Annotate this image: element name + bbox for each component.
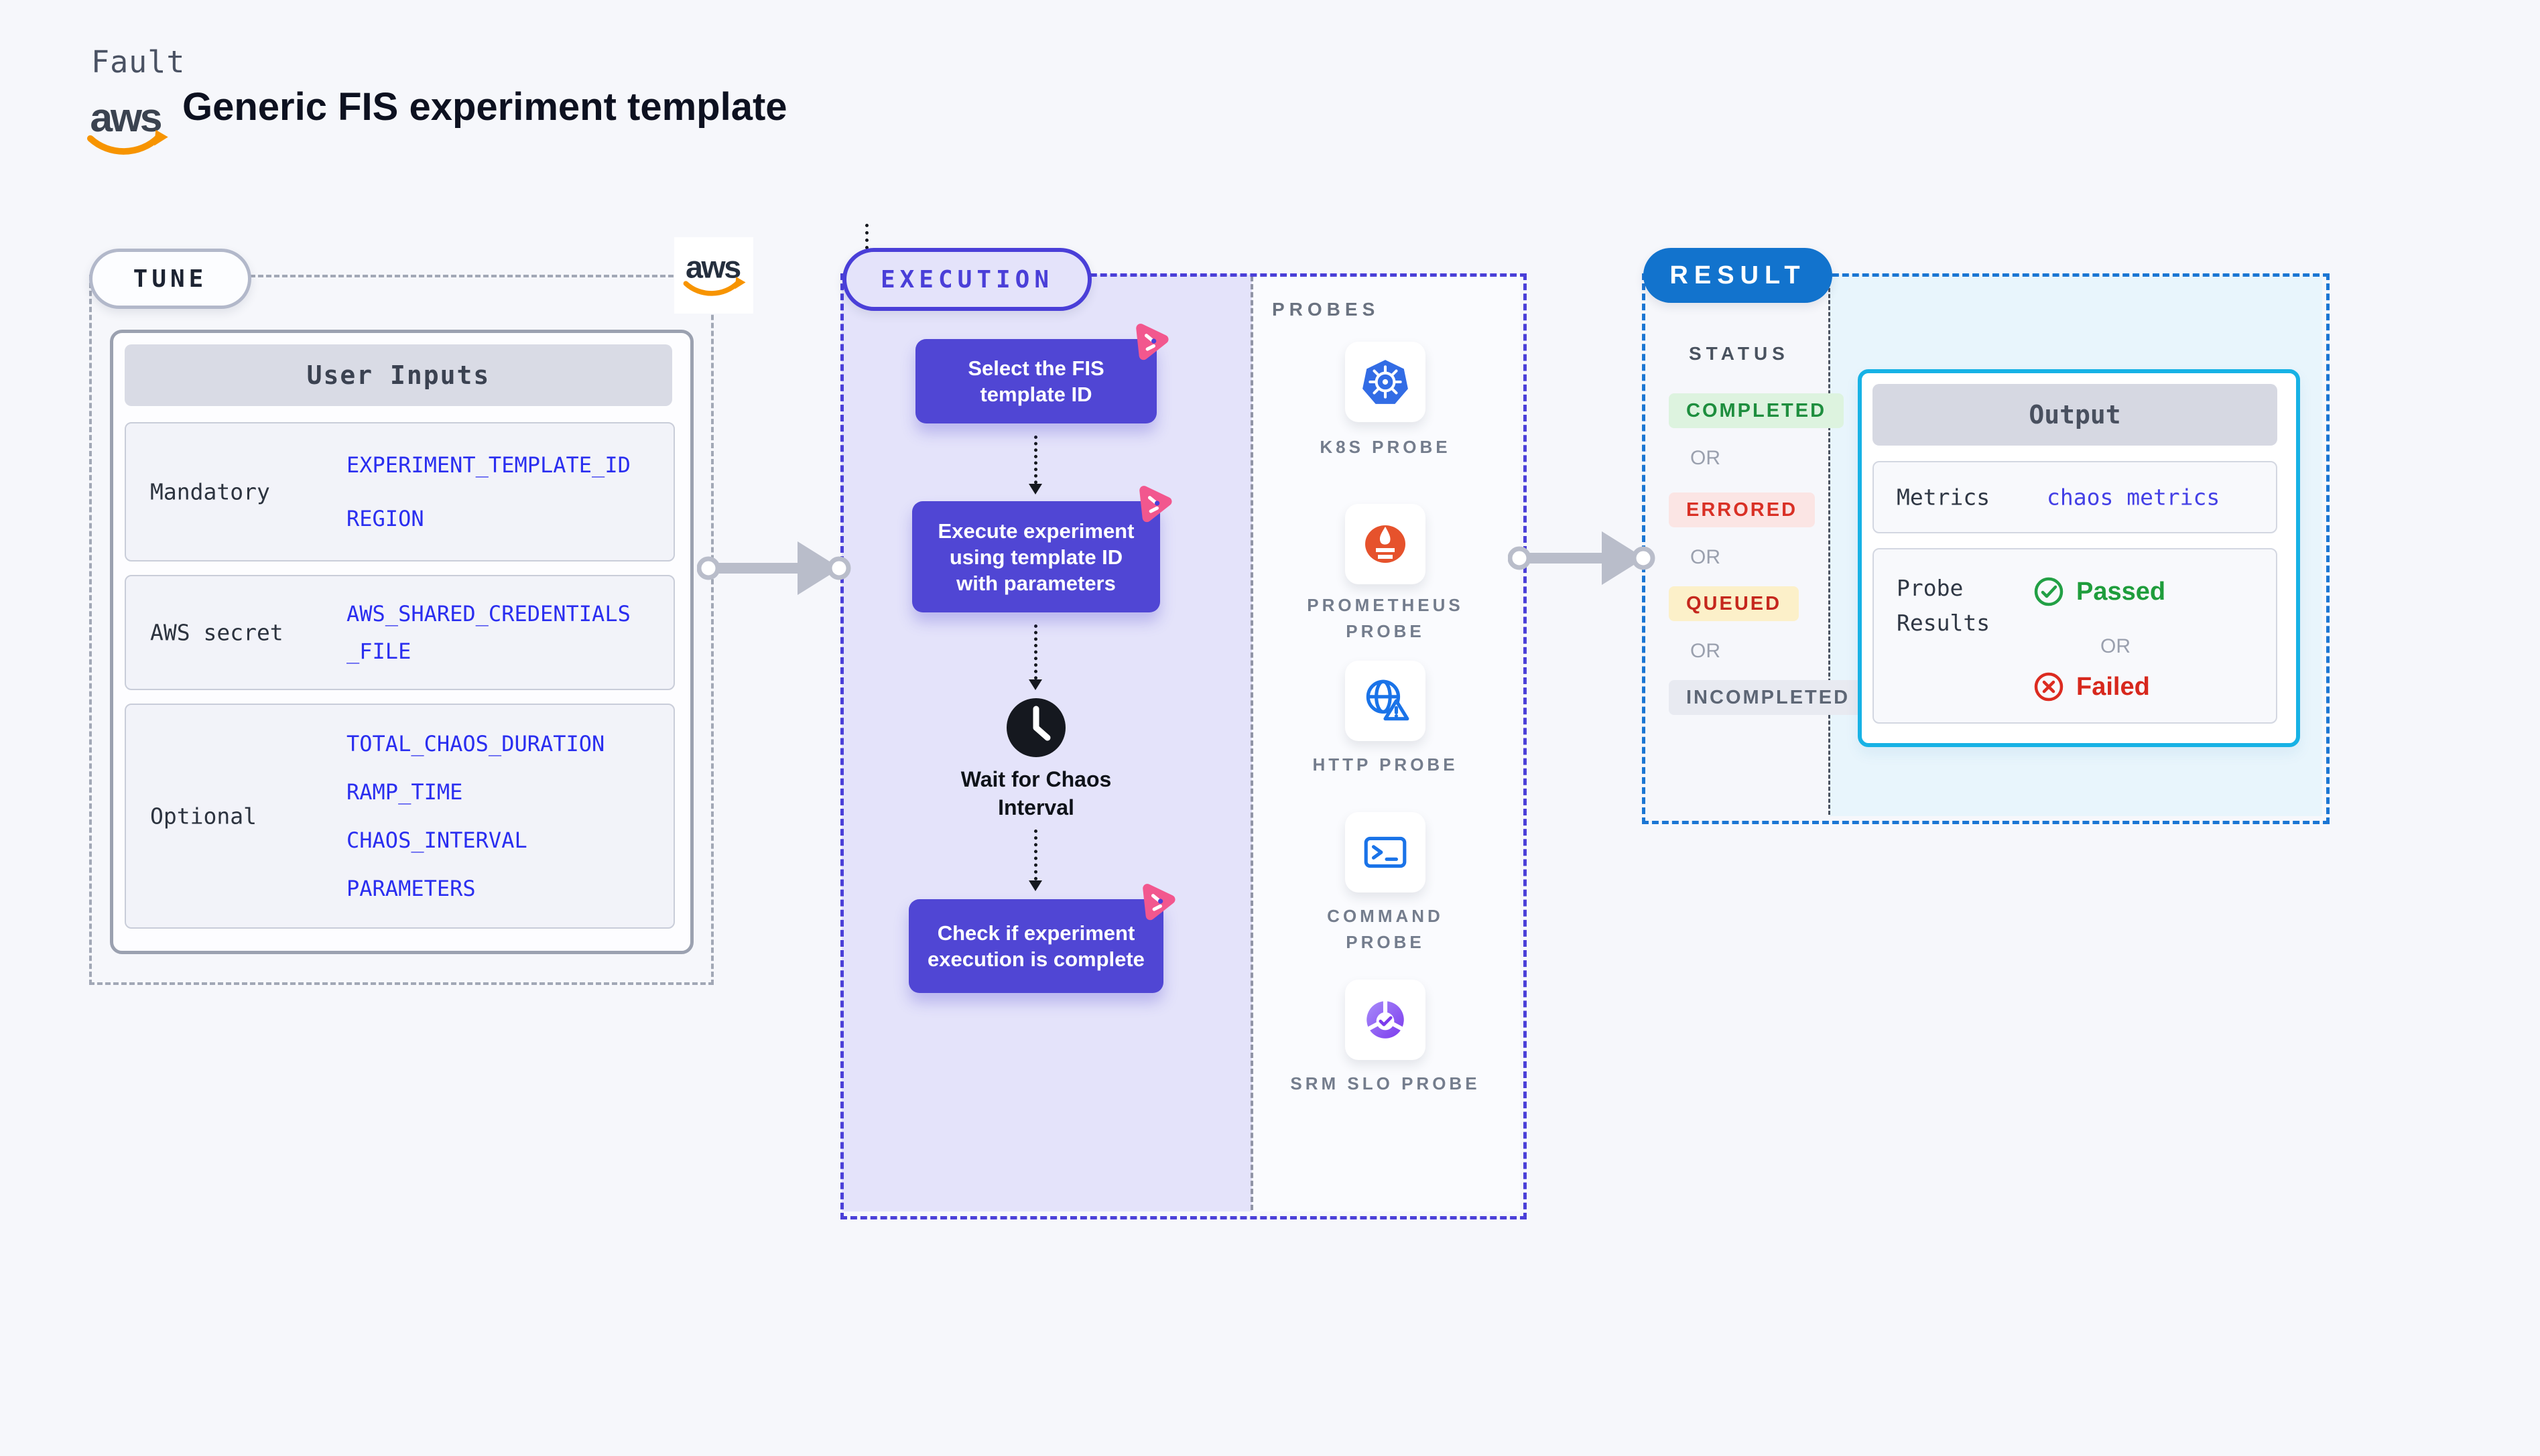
clock-icon	[1007, 698, 1066, 757]
step-text: Check if experiment execution is complet…	[928, 921, 1145, 971]
probe-label: K8S PROBE	[1320, 437, 1451, 457]
row-label: AWS secret	[150, 619, 283, 646]
execution-section-pill: EXECUTION	[842, 248, 1092, 311]
arrow-execution-to-result	[1508, 531, 1655, 585]
probe-card-command	[1345, 812, 1425, 892]
tune-section-pill: TUNE	[89, 249, 251, 309]
row-values: TOTAL_CHAOS_DURATION RAMP_TIME CHAOS_INT…	[346, 705, 605, 927]
slo-gauge-icon	[1366, 1000, 1405, 1039]
status-badge-queued: QUEUED	[1669, 586, 1799, 621]
probe-card-k8s	[1345, 342, 1425, 422]
result-section-pill: RESULT	[1643, 248, 1832, 303]
litmus-chaos-icon	[1143, 884, 1176, 921]
probe-results-label: Probe Results	[1897, 575, 1990, 636]
page-title: Generic FIS experiment template	[182, 85, 787, 129]
or-separator: OR	[1690, 640, 1720, 662]
metrics-value: chaos metrics	[2047, 484, 2220, 511]
output-row-probe-results: Probe Results Passed OR Failed	[1872, 548, 2277, 724]
probe-card-srm-slo	[1345, 980, 1425, 1060]
env-var: RAMP_TIME	[346, 779, 463, 805]
arrow-tune-to-execution	[697, 541, 851, 595]
probes-divider	[1251, 276, 1253, 1210]
row-label: Optional	[150, 803, 257, 830]
litmus-chaos-icon	[1139, 486, 1172, 523]
or-separator: OR	[2100, 635, 2131, 657]
probe-result-failed: Failed	[2033, 671, 2150, 702]
tune-section-box	[89, 275, 714, 985]
globe-alert-icon	[1366, 679, 1409, 721]
output-row-metrics: Metrics chaos metrics	[1872, 461, 2277, 533]
step-execute-experiment: Execute experiment using template ID wit…	[912, 486, 1172, 612]
or-separator: OR	[1690, 546, 1720, 568]
step-select-template: Select the FIS template ID	[915, 324, 1169, 423]
step-text: Execute experiment using template ID wit…	[938, 519, 1135, 595]
input-row-mandatory: Mandatory EXPERIMENT_TEMPLATE_ID REGION	[125, 422, 675, 561]
status-badge-incompleted: INCOMPLETED	[1669, 680, 1868, 715]
output-header: Output	[1872, 384, 2277, 446]
prometheus-icon	[1365, 525, 1405, 563]
check-circle-icon	[2034, 577, 2063, 606]
svg-text:aws: aws	[90, 94, 161, 140]
probe-card-prometheus	[1345, 504, 1425, 584]
flow-arrow-down	[1029, 436, 1042, 494]
aws-logo: aws	[86, 94, 168, 155]
env-var: EXPERIMENT_TEMPLATE_ID	[346, 452, 631, 478]
input-row-aws-secret: AWS secret AWS_SHARED_CREDENTIALS_FILE	[125, 575, 675, 690]
env-var: TOTAL_CHAOS_DURATION	[346, 731, 605, 756]
failed-text: Failed	[2076, 672, 2150, 701]
probe-label: SRM SLO PROBE	[1290, 1073, 1480, 1094]
probe-label: HTTP PROBE	[1312, 754, 1458, 775]
step-text: Select the FIS template ID	[968, 356, 1104, 406]
or-separator: OR	[1690, 447, 1720, 469]
step-wait-interval: Wait for Chaos Interval	[960, 767, 1112, 819]
probe-card-http	[1345, 661, 1425, 741]
probe-result-passed: Passed	[2033, 576, 2165, 607]
input-row-optional: Optional TOTAL_CHAOS_DURATION RAMP_TIME …	[125, 704, 675, 929]
x-circle-icon	[2034, 672, 2063, 702]
flow-arrow-down	[1029, 830, 1042, 891]
aws-badge: aws	[674, 237, 753, 314]
env-var: PARAMETERS	[346, 876, 476, 901]
passed-text: Passed	[2076, 577, 2166, 606]
row-label: Mandatory	[150, 478, 270, 505]
step-check-complete: Check if experiment execution is complet…	[909, 884, 1176, 993]
kubernetes-icon	[1362, 360, 1408, 404]
status-badge-errored: ERRORED	[1669, 492, 1816, 527]
terminal-icon	[1364, 836, 1407, 868]
result-divider	[1828, 276, 1830, 815]
user-inputs-header: User Inputs	[125, 344, 672, 406]
execution-connector-line	[865, 224, 869, 249]
probe-label: COMMAND PROBE	[1327, 906, 1444, 952]
row-values: EXPERIMENT_TEMPLATE_ID REGION	[346, 423, 631, 560]
status-label: STATUS	[1689, 343, 1789, 364]
probes-label: PROBES	[1272, 299, 1380, 320]
aws-logo: aws	[683, 250, 746, 296]
env-var: CHAOS_INTERVAL	[346, 828, 527, 853]
brand-label: Fault	[91, 44, 186, 80]
metrics-label: Metrics	[1897, 484, 1990, 511]
env-var: REGION	[346, 506, 424, 531]
litmus-chaos-icon	[1136, 324, 1169, 360]
env-var: AWS_SHARED_CREDENTIALS_FILE	[346, 601, 631, 664]
row-values: AWS_SHARED_CREDENTIALS_FILE	[346, 576, 636, 689]
status-badge-completed: COMPLETED	[1669, 393, 1844, 428]
probe-label: PROMETHEUS PROBE	[1307, 595, 1464, 641]
flow-arrow-down	[1029, 624, 1042, 690]
svg-text:aws: aws	[686, 250, 741, 285]
